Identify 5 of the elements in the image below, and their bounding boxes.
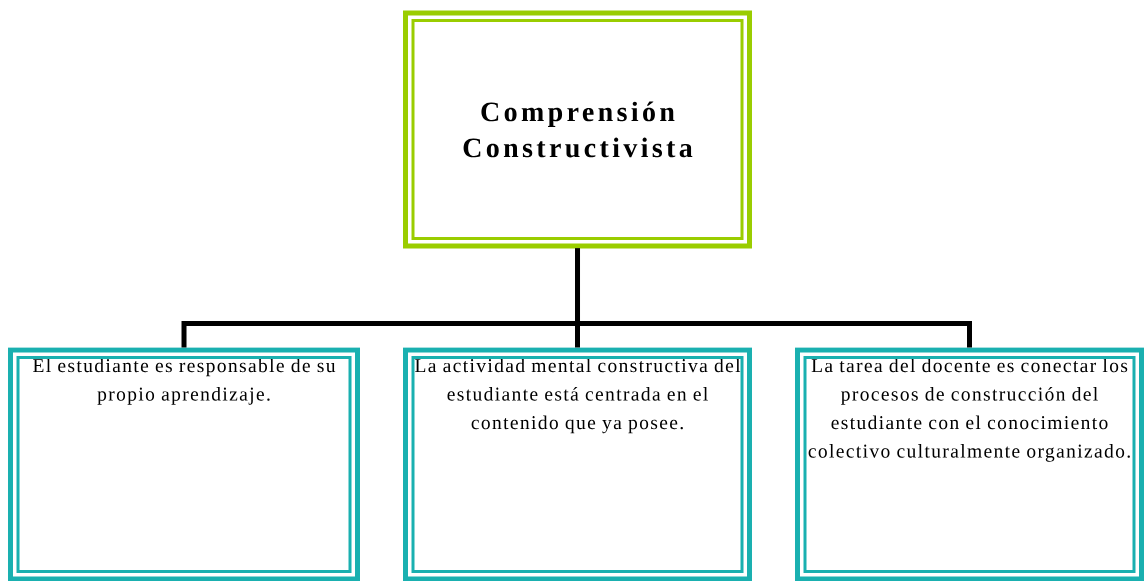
text-box: La actividad mental constructiva del estudiante está centrada en el contenido que ya posee.	[403, 347, 752, 581]
connector	[575, 248, 972, 348]
title-box: Comprensión Constructivista	[403, 10, 752, 249]
text-box: El estudiante es responsable de su propio aprendizaje.	[8, 347, 360, 581]
text-box: La tarea del docente es conectar los procesos de construcción del estudiante con el conocimiento colectivo culturalmente organizado.	[795, 347, 1144, 581]
